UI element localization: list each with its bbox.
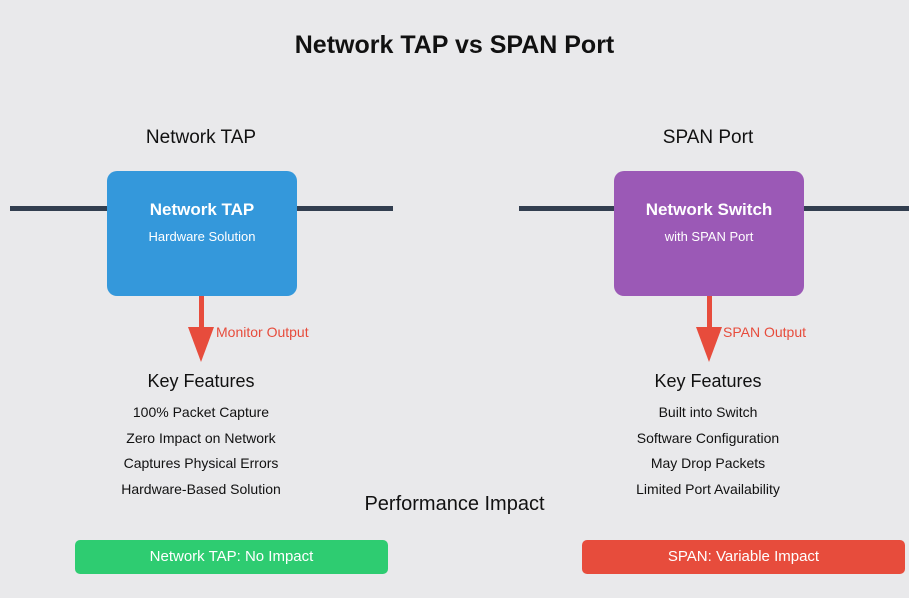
network-switch-box: Network Switch with SPAN Port xyxy=(614,171,804,296)
span-features-list: Built into Switch Software Configuration… xyxy=(533,400,883,502)
tap-arrow-label: Monitor Output xyxy=(216,324,309,340)
span-box-subtitle: with SPAN Port xyxy=(664,229,754,244)
tap-column-heading: Network TAP xyxy=(145,127,257,148)
span-feature-item: May Drop Packets xyxy=(650,455,766,472)
span-arrow-stem xyxy=(707,296,712,328)
tap-feature-item: Zero Impact on Network xyxy=(126,429,276,446)
network-tap-box: Network TAP Hardware Solution xyxy=(107,171,297,296)
tap-arrow-stem xyxy=(199,296,204,328)
performance-impact-heading: Performance Impact xyxy=(364,493,545,515)
tap-impact-badge: Network TAP: No Impact xyxy=(75,540,388,574)
span-feature-item: Limited Port Availability xyxy=(636,480,780,497)
page-title: Network TAP vs SPAN Port xyxy=(294,31,615,59)
span-column-heading: SPAN Port xyxy=(662,127,754,148)
tap-box-subtitle: Hardware Solution xyxy=(148,229,256,244)
tap-features-list: 100% Packet Capture Zero Impact on Netwo… xyxy=(26,400,376,502)
span-impact-badge: SPAN: Variable Impact xyxy=(582,540,905,574)
span-feature-item: Software Configuration xyxy=(636,429,780,446)
span-arrow-label: SPAN Output xyxy=(723,324,807,340)
tap-box-title: Network TAP xyxy=(149,200,255,219)
span-box-title: Network Switch xyxy=(645,200,773,219)
span-features-heading: Key Features xyxy=(654,371,762,391)
span-arrow-down-icon xyxy=(696,327,722,362)
tap-feature-item: 100% Packet Capture xyxy=(132,404,270,420)
tap-feature-item: Captures Physical Errors xyxy=(123,455,279,472)
tap-feature-item: Hardware-Based Solution xyxy=(121,480,281,497)
span-feature-item: Built into Switch xyxy=(658,404,758,420)
tap-arrow-down-icon xyxy=(188,327,214,362)
tap-features-heading: Key Features xyxy=(147,371,255,391)
